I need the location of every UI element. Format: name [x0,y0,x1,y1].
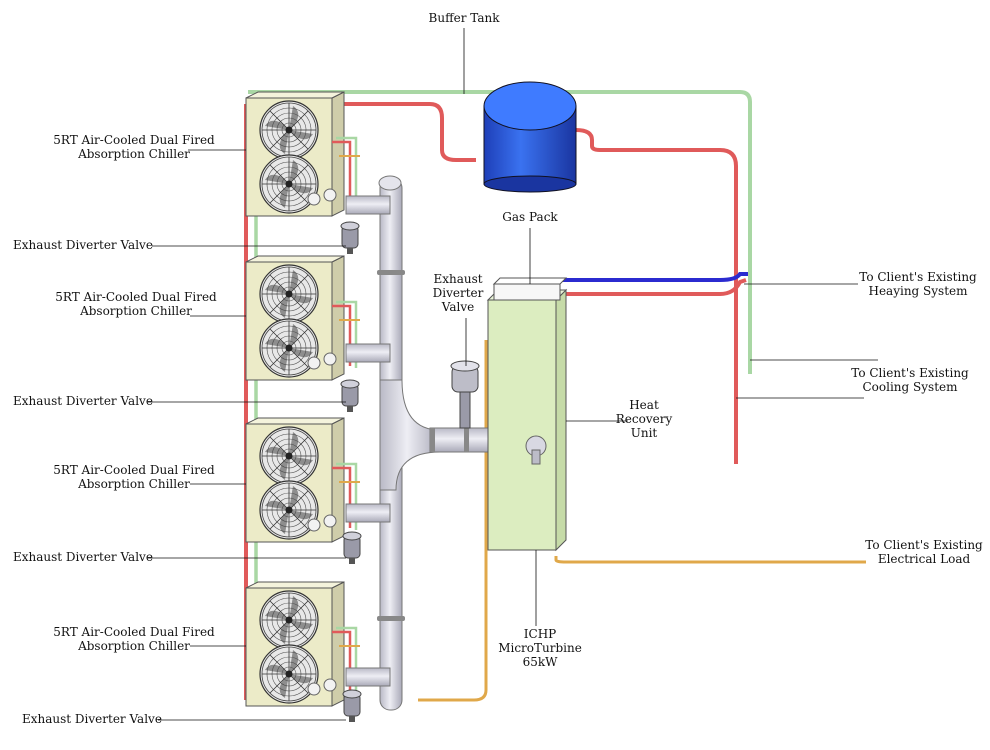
main-exhaust-diverter-valve [450,360,480,429]
exhaust-diverter-valve-4 [342,689,362,723]
electric-line [418,340,488,702]
gas-pack-label: Gas Pack [502,210,558,224]
buffer-tank-label: Buffer Tank [428,11,500,25]
gas-pack [493,283,561,301]
absorption-chiller-4 [246,582,360,706]
exhaust-diverter-valve-2 [340,379,360,413]
exhaust-valve-label-2: Exhaust Diverter Valve [13,394,153,408]
absorption-chiller-1 [246,92,360,216]
electrical-load-label: To Client's Existing Electrical Load [865,538,983,566]
gas-line-red [560,278,747,296]
heat-recovery-unit [486,277,568,552]
main-exhaust-valve-label: Exhaust Diverter Valve [432,272,484,314]
absorption-chiller-3 [246,418,360,542]
microturbine-label: ICHP MicroTurbine 65kW [498,627,582,669]
absorption-chiller-2 [246,256,360,380]
heat-recovery-label: Heat Recovery Unit [615,398,673,440]
exhaust-diverter-valve-1 [340,221,360,255]
chiller-label-1: 5RT Air-Cooled Dual Fired Absorption Chi… [53,133,215,161]
chiller-label-4: 5RT Air-Cooled Dual Fired Absorption Chi… [53,625,215,653]
exhaust-valve-label-3: Exhaust Diverter Valve [13,550,153,564]
cooling-loop-pipe [248,90,752,374]
exhaust-valve-label-1: Exhaust Diverter Valve [13,238,153,252]
heating-loop-pipe [246,102,476,162]
cooling-system-label: To Client's Existing Cooling System [851,366,969,394]
exhaust-valve-label-4: Exhaust Diverter Valve [22,712,162,726]
buffer-tank [483,81,577,193]
leader-lines [148,28,878,721]
exhaust-diverter-valve-3 [342,531,362,565]
heating-system-label: To Client's Existing Heaying System [859,270,977,298]
chiller-label-3: 5RT Air-Cooled Dual Fired Absorption Chi… [53,463,215,491]
chiller-label-2: 5RT Air-Cooled Dual Fired Absorption Chi… [55,290,217,318]
gas-line-blue [504,272,748,284]
